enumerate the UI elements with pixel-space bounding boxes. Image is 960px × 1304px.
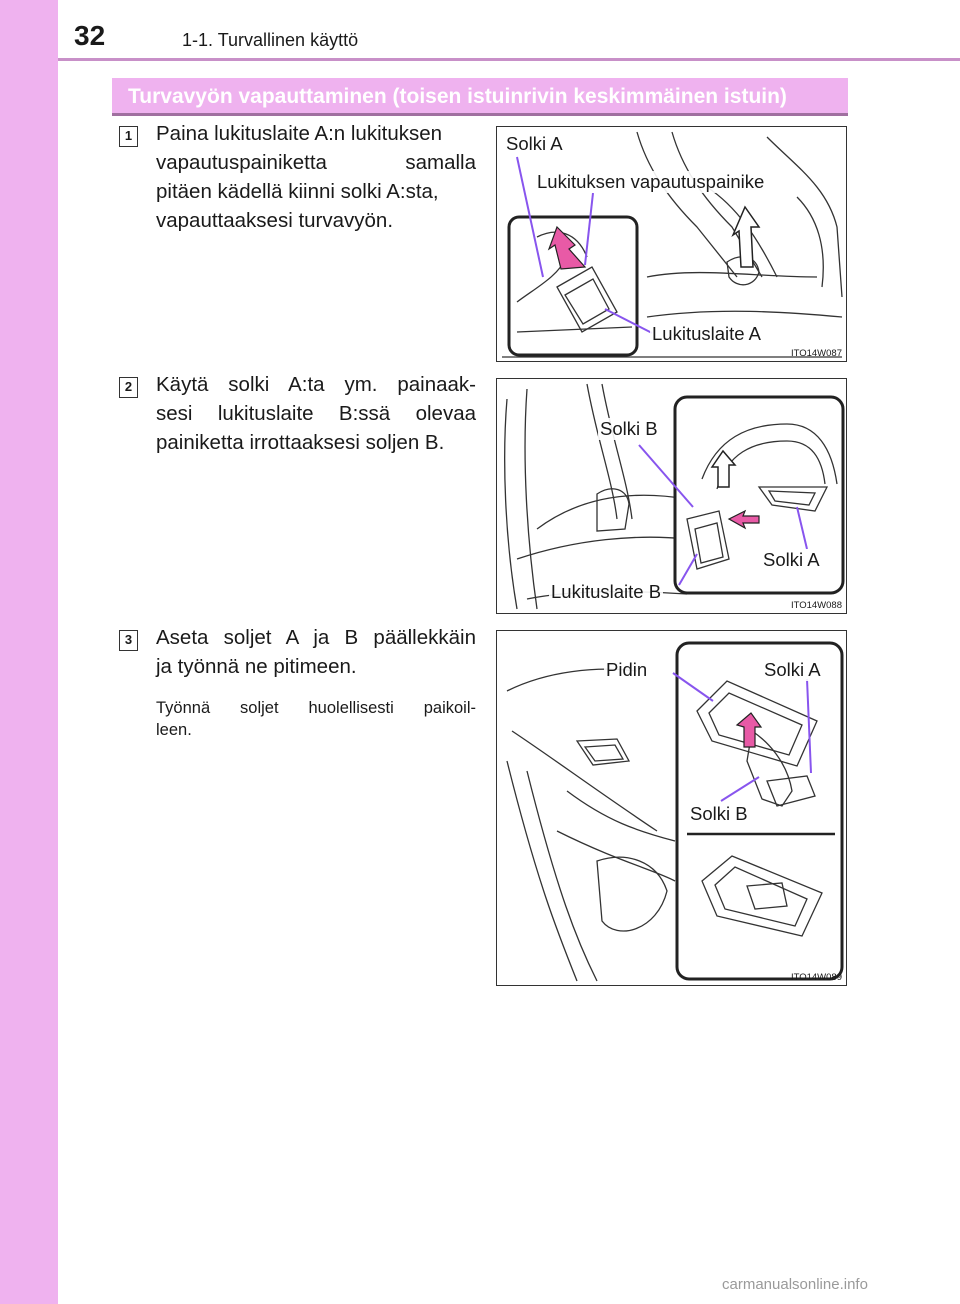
figure-illustration <box>502 131 843 358</box>
step-line: ja työnnä ne pitimeen. <box>156 655 357 678</box>
step-line: vapautuspainiketta samalla <box>156 151 476 174</box>
figure-code: ITO14W088 <box>790 600 842 611</box>
step-line: Paina lukituslaite A:n lukituksen <box>156 122 443 145</box>
label-buckle-a: Solki A <box>504 133 565 155</box>
step-line: pitäen kädellä kiinni solki A:sta, <box>156 180 439 203</box>
figure-store-buckles: Pidin Solki A Solki B ITO14W089 <box>496 630 847 986</box>
figure-detach-buckle-b: Solki B Solki A Lukituslaite B ITO14W088 <box>496 378 847 614</box>
figure-code: ITO14W089 <box>790 972 842 983</box>
label-lock-b: Lukituslaite B <box>549 581 664 603</box>
figure-illustration <box>504 383 845 610</box>
page-number: 32 <box>74 20 106 51</box>
figure-illustration <box>506 641 844 982</box>
label-buckle-a: Solki A <box>761 549 822 571</box>
step-text: Käytä solki A:ta ym. painaak- sesi lukit… <box>156 370 476 457</box>
step-number: 3 <box>119 630 138 651</box>
header-rule <box>58 58 960 61</box>
section-title-bar <box>112 78 848 116</box>
step-line: sesi lukituslaite B:ssä olevaa <box>156 402 476 425</box>
label-buckle-a: Solki A <box>762 659 823 681</box>
figure-code: ITO14W087 <box>790 348 842 359</box>
step-text: Paina lukituslaite A:n lukituksen vapaut… <box>156 119 476 235</box>
note-line: Työnnä soljet huolellisesti paikoil- <box>156 699 476 717</box>
step-line: vapauttaaksesi turvavyön. <box>156 209 394 232</box>
step-number: 1 <box>119 126 138 147</box>
section-title: Turvavyön vapauttaminen (toisen istuinri… <box>128 85 787 108</box>
side-strip <box>0 0 58 1304</box>
step-line: painiketta irrottaaksesi soljen B. <box>156 431 445 454</box>
label-lock-a: Lukituslaite A <box>650 323 764 345</box>
step-line: Aseta soljet A ja B päällekkäin <box>156 626 476 649</box>
label-buckle-b: Solki B <box>598 418 660 440</box>
label-holder: Pidin <box>604 659 650 681</box>
label-release-button: Lukituksen vapautuspainike <box>535 171 767 193</box>
step-line: Käytä solki A:ta ym. painaak- <box>156 373 476 396</box>
figure-release-buckle: Solki A Lukituksen vapautuspainike Lukit… <box>496 126 847 362</box>
step-note: Työnnä soljet huolellisesti paikoil- lee… <box>156 697 476 741</box>
watermark: carmanualsonline.info <box>722 1276 868 1293</box>
label-buckle-b: Solki B <box>688 803 750 825</box>
step-text: Aseta soljet A ja B päällekkäin ja työnn… <box>156 623 476 681</box>
section-header: 1-1. Turvallinen käyttö <box>182 30 359 50</box>
note-line: leen. <box>156 721 192 739</box>
step-number: 2 <box>119 377 138 398</box>
